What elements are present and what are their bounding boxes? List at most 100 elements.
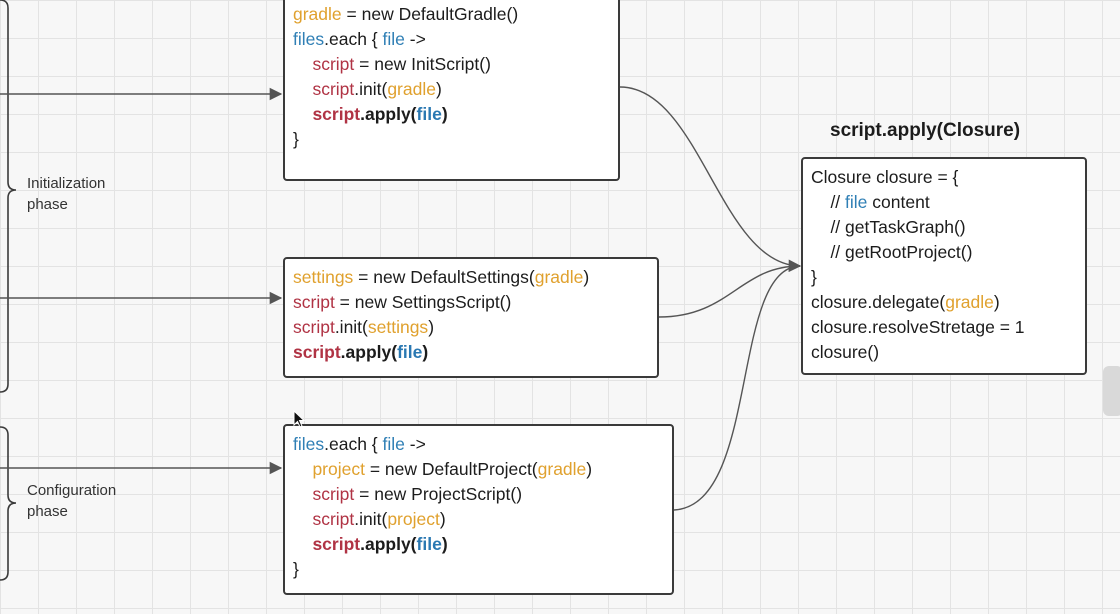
project-code-token: project xyxy=(312,459,365,479)
init-code-token: script xyxy=(312,104,361,124)
closure-code-line: // getTaskGraph() xyxy=(811,215,1077,240)
settings-code-token: ) xyxy=(428,317,435,337)
init-code-token: ) xyxy=(441,104,448,124)
project-code-line: script.apply(file) xyxy=(293,532,664,557)
init-script-code-box: gradle = new DefaultGradle()files.each {… xyxy=(283,0,620,181)
init-code-token xyxy=(293,54,312,74)
closure-code-token: // xyxy=(811,192,846,212)
mouse-cursor-icon xyxy=(293,410,305,428)
init-code-token: = new InitScript() xyxy=(354,54,491,74)
project-code-token xyxy=(293,484,312,504)
init-code-token: = new DefaultGradle() xyxy=(341,4,519,24)
init-code-token xyxy=(293,79,312,99)
init-code-line: script.init(gradle) xyxy=(293,77,610,102)
settings-code-token: .init( xyxy=(334,317,368,337)
settings-code-token: .apply( xyxy=(340,342,398,362)
project-code-token xyxy=(293,534,312,554)
closure-code-token: closure() xyxy=(811,342,880,362)
init-code-token: file xyxy=(382,29,405,49)
init-code-token: .init( xyxy=(354,79,388,99)
closure-code-token: closure.resolveStretage = 1 xyxy=(811,317,1025,337)
closure-code-token: gradle xyxy=(945,292,994,312)
closure-code-token: content xyxy=(867,192,930,212)
closure-code-line: closure.resolveStretage = 1 xyxy=(811,315,1077,340)
closure-code-box: Closure closure = { // file content // g… xyxy=(801,157,1087,375)
connector-settings-to-closure xyxy=(658,265,801,318)
init-code-token: .apply( xyxy=(360,104,417,124)
project-code-line: } xyxy=(293,557,664,582)
settings-code-token: ) xyxy=(422,342,429,362)
init-code-line: script = new InitScript() xyxy=(293,52,610,77)
closure-code-token: closure.delegate( xyxy=(811,292,946,312)
connector-init-to-closure xyxy=(619,86,802,273)
initialization-phase-brace xyxy=(0,0,17,393)
settings-code-token: ) xyxy=(583,267,590,287)
project-code-token: .apply( xyxy=(360,534,417,554)
init-code-token: gradle xyxy=(293,4,342,24)
project-code-token: } xyxy=(293,559,299,579)
settings-code-token: script xyxy=(293,317,335,337)
init-code-line: script.apply(file) xyxy=(293,102,610,127)
closure-code-line: closure() xyxy=(811,340,1077,365)
settings-code-token: = new SettingsScript() xyxy=(334,292,512,312)
settings-code-line: script = new SettingsScript() xyxy=(293,290,649,315)
settings-code-token: script xyxy=(293,292,335,312)
configuration-phase-line2: phase xyxy=(27,503,68,520)
project-code-token: .init( xyxy=(354,509,388,529)
project-code-token: gradle xyxy=(537,459,587,479)
settings-code-token: gradle xyxy=(534,267,584,287)
project-code-token: files xyxy=(293,434,325,454)
settings-code-line: settings = new DefaultSettings(gradle) xyxy=(293,265,649,290)
closure-code-token: // getTaskGraph() xyxy=(811,217,966,237)
init-code-token: script xyxy=(312,79,355,99)
closure-code-line: Closure closure = { xyxy=(811,165,1077,190)
initialization-phase-label: Initialization phase xyxy=(27,173,105,215)
init-code-token: files xyxy=(293,29,325,49)
project-code-token: script xyxy=(312,534,361,554)
init-code-token: file xyxy=(416,104,442,124)
settings-code-token: file xyxy=(397,342,423,362)
closure-code-line: // getRootProject() xyxy=(811,240,1077,265)
project-code-token: ) xyxy=(441,534,448,554)
scrollbar-thumb[interactable] xyxy=(1103,366,1120,416)
init-code-line: } xyxy=(293,127,610,152)
init-code-token: ) xyxy=(435,79,442,99)
project-code-token: file xyxy=(382,434,405,454)
configuration-phase-label: Configuration phase xyxy=(27,480,116,522)
project-code-line: script.init(project) xyxy=(293,507,664,532)
initialization-phase-line2: phase xyxy=(27,196,68,213)
init-code-token: gradle xyxy=(387,79,436,99)
project-code-token xyxy=(293,509,312,529)
init-code-token: -> xyxy=(404,29,426,49)
project-code-line: project = new DefaultProject(gradle) xyxy=(293,457,664,482)
closure-code-line: } xyxy=(811,265,1077,290)
initialization-phase-line1: Initialization xyxy=(27,175,106,192)
project-code-token: script xyxy=(312,509,355,529)
connector-project-to-closure xyxy=(673,265,801,511)
configuration-phase-line1: Configuration xyxy=(27,482,117,499)
closure-code-token: Closure closure = { xyxy=(811,167,959,187)
closure-code-line: closure.delegate(gradle) xyxy=(811,290,1077,315)
init-code-token: .each { xyxy=(324,29,383,49)
project-code-token xyxy=(293,459,312,479)
closure-code-line: // file content xyxy=(811,190,1077,215)
settings-script-code-box: settings = new DefaultSettings(gradle)sc… xyxy=(283,257,659,378)
settings-code-token: = new DefaultSettings( xyxy=(353,267,535,287)
closure-title: script.apply(Closure) xyxy=(830,120,1021,141)
project-code-token: .each { xyxy=(324,434,383,454)
project-code-token: ) xyxy=(439,509,446,529)
init-code-token: } xyxy=(293,129,299,149)
project-code-token: ) xyxy=(586,459,593,479)
project-script-code-box: files.each { file -> project = new Defau… xyxy=(283,424,674,595)
project-code-token: script xyxy=(312,484,355,504)
configuration-phase-brace xyxy=(0,426,17,581)
settings-code-line: script.init(settings) xyxy=(293,315,649,340)
project-code-line: files.each { file -> xyxy=(293,432,664,457)
project-code-line: script = new ProjectScript() xyxy=(293,482,664,507)
closure-code-token: // getRootProject() xyxy=(811,242,973,262)
settings-code-token: settings xyxy=(293,267,354,287)
init-code-line: gradle = new DefaultGradle() xyxy=(293,2,610,27)
project-code-token: file xyxy=(416,534,442,554)
project-code-token: -> xyxy=(404,434,426,454)
